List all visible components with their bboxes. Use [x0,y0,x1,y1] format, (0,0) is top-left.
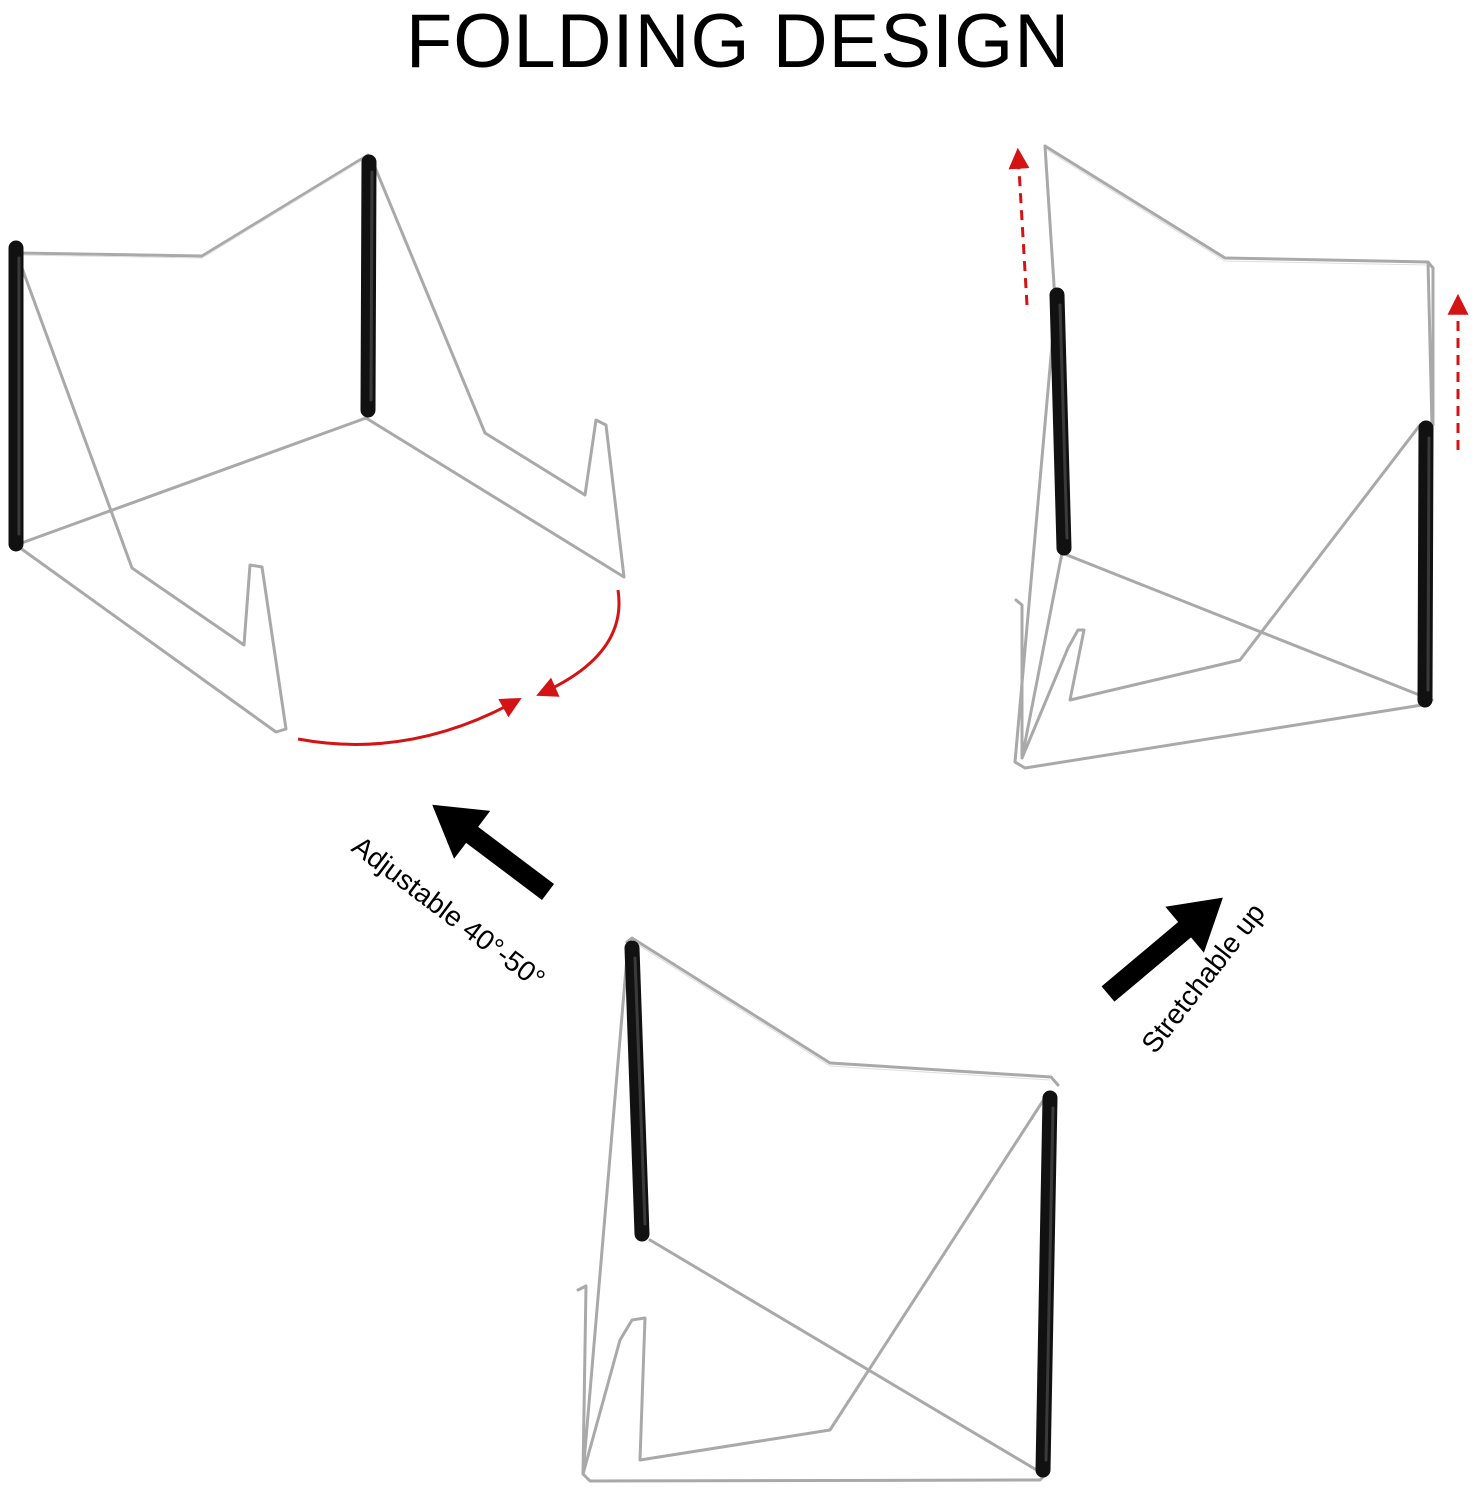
stand-folded [576,936,1060,1483]
red-dashed-up-arrow-icon [1008,147,1469,450]
adjustable-angle-label: Adjustable 40°-50° [346,830,550,995]
stand-stretched [1013,144,1435,770]
thick-arrow-up-left-icon [432,804,555,900]
stand-folded-grip-right [1035,1090,1058,1478]
stand-open-frame [14,153,626,734]
stand-folded-grip-left [624,940,650,1242]
red-curved-double-arrow-icon [297,589,621,746]
page-title: FOLDING DESIGN [405,0,1071,84]
stand-stretched-grip-left [1049,287,1072,556]
stand-open-grip-right [360,154,377,418]
stand-stretched-grip-right [1417,420,1434,708]
stand-folded-frame [576,936,1060,1483]
stand-stretched-frame [1013,144,1435,770]
stand-open [8,153,626,734]
thick-arrow-up-right-icon [1101,897,1223,1002]
